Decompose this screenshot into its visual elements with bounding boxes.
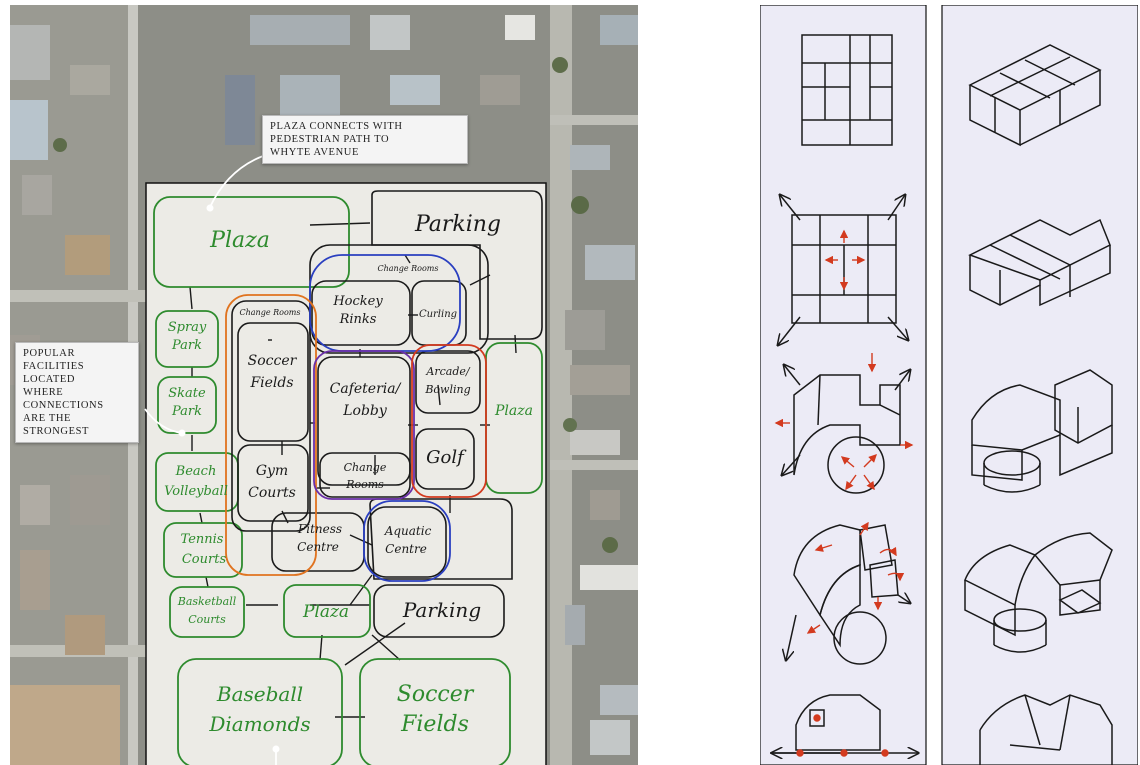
form-evolution-svg bbox=[760, 5, 1138, 765]
skate-park-zone bbox=[157, 376, 217, 434]
spray-park-zone bbox=[155, 310, 219, 368]
gym-label-2: Courts bbox=[248, 485, 296, 501]
arcade-label-2: Bowling bbox=[424, 383, 470, 396]
spray-label-2: Park bbox=[171, 338, 202, 353]
spray-label-1: Spray bbox=[168, 320, 207, 335]
red-arrows bbox=[774, 229, 914, 757]
hockey-label-1: Hockey bbox=[332, 294, 383, 309]
grouping-loops bbox=[225, 254, 487, 582]
fitness-label-2: Centre bbox=[297, 540, 339, 554]
plan-sketch-column bbox=[760, 5, 927, 765]
axon-sketch-column bbox=[941, 5, 1138, 765]
skate-label-2: Park bbox=[171, 404, 202, 419]
plan-step-4 bbox=[786, 524, 910, 665]
axon-step-3 bbox=[971, 369, 1113, 493]
site-plan-panel: Plaza Parking Change Rooms Hockey Rinks … bbox=[10, 5, 638, 765]
outdoor-zones bbox=[153, 196, 543, 765]
axon-step-5 bbox=[979, 694, 1113, 765]
beach-label-1: Beach bbox=[175, 464, 217, 479]
tennis-label-1: Tennis bbox=[181, 532, 224, 547]
purple-loop bbox=[313, 350, 415, 500]
plaza-connection-callout: PLAZA CONNECTS WITH PEDESTRIAN PATH TO W… bbox=[262, 115, 468, 164]
aquatic-centre-zone bbox=[367, 506, 447, 578]
basketball-label-2: Courts bbox=[188, 613, 226, 626]
baseball-diamonds-zone bbox=[177, 658, 343, 765]
curling-label: Curling bbox=[419, 309, 457, 320]
cafeteria-lobby-zone bbox=[317, 356, 411, 486]
axon-step-1 bbox=[968, 44, 1102, 147]
parking-top-zone bbox=[371, 190, 543, 340]
soccer-fields-indoor-zone bbox=[237, 322, 309, 442]
golf-label: Golf bbox=[426, 447, 467, 468]
soccer-indoor-label-1: Soccer bbox=[248, 353, 298, 369]
fitness-label-1: Fitness bbox=[297, 522, 342, 536]
beach-label-2: Volleyball bbox=[164, 484, 228, 499]
axon-step-4 bbox=[964, 532, 1113, 653]
plaza-right-label: Plaza bbox=[494, 403, 533, 419]
golf-zone bbox=[415, 428, 475, 490]
zone-labels: Plaza Parking Change Rooms Hockey Rinks … bbox=[164, 212, 533, 737]
change-center-label-2: Rooms bbox=[345, 478, 384, 491]
change-rooms-soccer-label: Change Rooms bbox=[240, 308, 301, 317]
baseball-label-1: Baseball bbox=[216, 682, 303, 706]
soccer-outdoor-label-2: Fields bbox=[400, 712, 469, 737]
hockey-label-2: Rinks bbox=[339, 312, 377, 327]
plaza-bottom-zone bbox=[283, 584, 371, 638]
plaza-bottom-label: Plaza bbox=[302, 602, 349, 622]
plan-sketches bbox=[770, 34, 918, 753]
tennis-courts-zone bbox=[163, 522, 243, 578]
plan-step-1 bbox=[801, 34, 893, 146]
tennis-label-2: Courts bbox=[182, 552, 227, 567]
soccer-fields-outdoor-zone bbox=[359, 658, 511, 765]
cafeteria-label-1: Cafeteria/ bbox=[330, 381, 402, 397]
arcade-bowling-zone bbox=[415, 350, 481, 414]
plan-step-3 bbox=[782, 365, 910, 494]
aquatic-label-1: Aquatic bbox=[384, 524, 432, 538]
plaza-top-label: Plaza bbox=[209, 228, 270, 253]
arcade-label-1: Arcade/ bbox=[425, 365, 470, 378]
axon-step-2 bbox=[968, 218, 1111, 307]
blue-aquatic-loop bbox=[363, 500, 451, 582]
red-loop bbox=[411, 344, 487, 498]
parking-top-label: Parking bbox=[414, 212, 501, 237]
soccer-outdoor-label-1: Soccer bbox=[397, 682, 475, 707]
cafeteria-label-2: Lobby bbox=[342, 403, 388, 419]
orange-loop bbox=[225, 294, 317, 576]
change-center-label-1: Change bbox=[344, 461, 387, 474]
parking-bottom-zone bbox=[373, 584, 505, 638]
change-rooms-rinks-label: Change Rooms bbox=[378, 264, 439, 273]
plaza-top-zone bbox=[153, 196, 350, 288]
axon-sketches bbox=[964, 44, 1113, 765]
aquatic-label-2: Centre bbox=[385, 542, 427, 556]
skate-label-1: Skate bbox=[168, 386, 206, 401]
basketball-courts-zone bbox=[169, 586, 245, 638]
basketball-label-1: Basketball bbox=[177, 595, 237, 608]
gym-label-1: Gym bbox=[256, 463, 288, 479]
form-evolution-panels bbox=[760, 5, 1138, 765]
soccer-indoor-label-2: Fields bbox=[249, 375, 293, 391]
parking-bottom-label: Parking bbox=[402, 598, 481, 622]
baseball-label-2: Diamonds bbox=[208, 712, 310, 736]
change-rooms-center-zone bbox=[319, 452, 411, 498]
popular-facilities-callout: POPULAR FACILITIES LOCATED WHERE CONNECT… bbox=[15, 342, 139, 443]
hockey-rinks-zone bbox=[311, 280, 411, 346]
